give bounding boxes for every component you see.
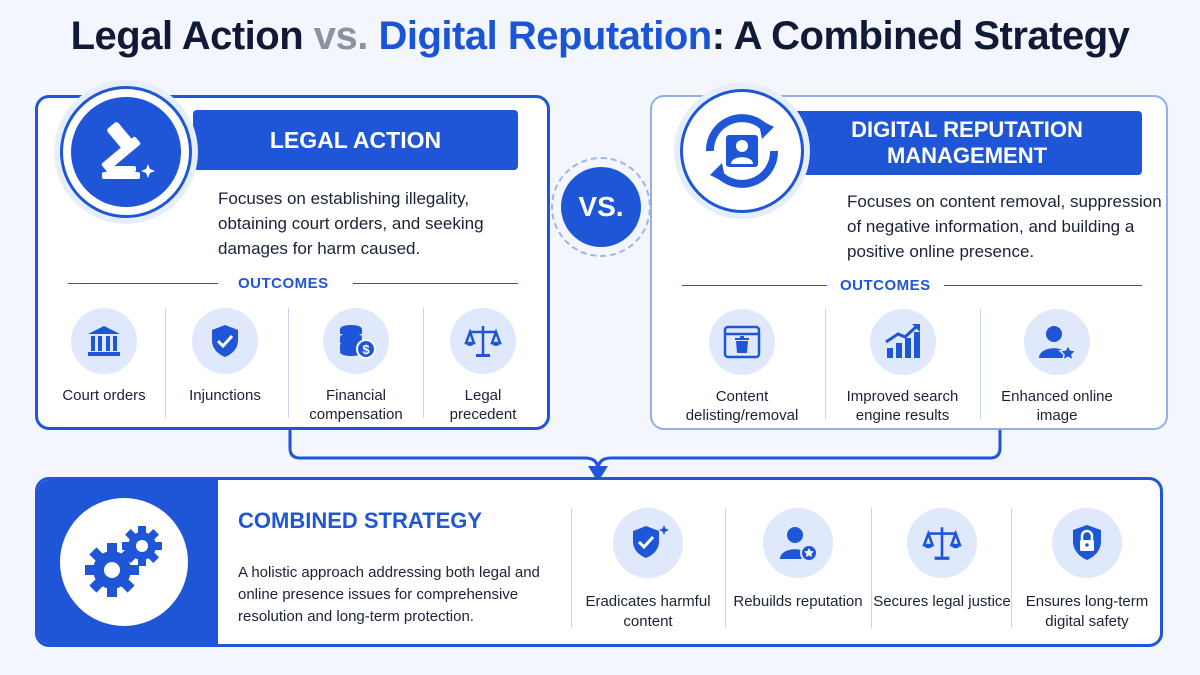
digital-reputation-panel: DIGITAL REPUTATION MANAGEMENT Focuses on… <box>650 89 1168 430</box>
combined-strategy-description: A holistic approach addressing both lega… <box>238 564 540 625</box>
user-star-icon <box>1024 309 1090 375</box>
title-part-digital: Digital Reputation <box>367 14 712 58</box>
outcome-financial-compensation: $ Financial compensation <box>296 308 416 424</box>
scales-icon <box>907 508 977 578</box>
svg-text:$: $ <box>362 342 370 357</box>
scales-icon <box>450 308 516 374</box>
outcome-search-results: Improved search engine results <box>835 309 970 425</box>
gears-badge <box>60 498 188 626</box>
shield-lock-icon <box>1052 508 1122 578</box>
gavel-badge <box>60 86 192 218</box>
title-vs: vs. <box>313 14 369 58</box>
legal-action-heading: LEGAL ACTION <box>193 110 518 170</box>
outcome-label: Court orders <box>62 387 146 404</box>
drm-outcomes-label: OUTCOMES <box>840 277 931 294</box>
outcome-label: Improved search engine results <box>846 388 959 424</box>
outcome-label: Financial compensation <box>309 387 403 423</box>
outcome-label: Ensures long-term digital safety <box>1025 593 1149 630</box>
outcome-secures-justice: Secures legal justice <box>872 508 1012 612</box>
outcome-divider <box>980 309 981 419</box>
title-part-combined: : A Combined Strategy <box>711 14 1130 58</box>
outcome-divider <box>1011 508 1012 628</box>
digital-reputation-description: Focuses on content removal, suppression … <box>847 192 1162 261</box>
outcome-rebuilds-reputation: Rebuilds reputation <box>728 508 868 612</box>
outcome-label: Legal precedent <box>449 387 517 423</box>
outcome-divider <box>165 308 166 418</box>
outcome-divider <box>288 308 289 418</box>
legal-action-panel: LEGAL ACTION Focuses on establishing ill… <box>35 86 550 430</box>
shield-check-icon <box>192 308 258 374</box>
coins-dollar-icon: $ <box>323 308 389 374</box>
browser-trash-icon <box>709 309 775 375</box>
outcome-digital-safety: Ensures long-term digital safety <box>1013 508 1160 632</box>
outcome-label: Eradicates harmful content <box>585 593 711 630</box>
outcome-label: Enhanced online image <box>1001 388 1113 424</box>
digital-reputation-heading: DIGITAL REPUTATION MANAGEMENT <box>792 111 1142 175</box>
reputation-badge <box>680 89 804 213</box>
vs-badge: VS. <box>551 157 651 257</box>
outcome-label: Secures legal justice <box>873 593 1011 610</box>
outcome-label: Content delisting/removal <box>685 388 799 424</box>
outcome-legal-precedent: Legal precedent <box>433 308 533 424</box>
combined-strategy-heading: COMBINED STRATEGY <box>238 508 483 533</box>
vs-label: VS. <box>561 167 641 247</box>
user-star-icon <box>763 508 833 578</box>
outcome-divider <box>871 508 872 628</box>
outcome-divider <box>571 508 572 628</box>
courthouse-icon <box>71 308 137 374</box>
outcome-label: Rebuilds reputation <box>733 593 863 610</box>
combined-accent-block <box>38 480 218 644</box>
page-title: Legal Action vs. Digital Reputation: A C… <box>0 14 1200 59</box>
outcome-court-orders: Court orders <box>54 308 154 405</box>
outcome-divider <box>825 309 826 419</box>
outcome-online-image: Enhanced online image <box>997 309 1117 425</box>
legal-outcomes-label: OUTCOMES <box>238 275 329 292</box>
outcome-divider <box>725 508 726 628</box>
growth-chart-icon <box>869 309 936 375</box>
combined-strategy-panel: COMBINED STRATEGY A holistic approach ad… <box>35 477 1163 647</box>
gavel-icon <box>101 122 155 179</box>
outcomes-divider-left <box>682 285 827 286</box>
outcomes-divider-right <box>353 283 518 284</box>
outcomes-divider-right <box>944 285 1142 286</box>
outcomes-divider-left <box>68 283 218 284</box>
outcome-content-removal: Content delisting/removal <box>677 309 807 425</box>
legal-action-description: Focuses on establishing illegality, obta… <box>218 189 484 258</box>
outcome-divider <box>423 308 424 418</box>
gears-icon <box>85 526 162 597</box>
outcome-eradicates-content: Eradicates harmful content <box>578 508 718 632</box>
user-refresh-icon <box>705 114 779 188</box>
outcome-label: Injunctions <box>189 387 261 404</box>
title-part-legal: Legal Action <box>70 14 314 58</box>
outcome-injunctions: Injunctions <box>175 308 275 405</box>
shield-check-icon <box>613 508 683 578</box>
